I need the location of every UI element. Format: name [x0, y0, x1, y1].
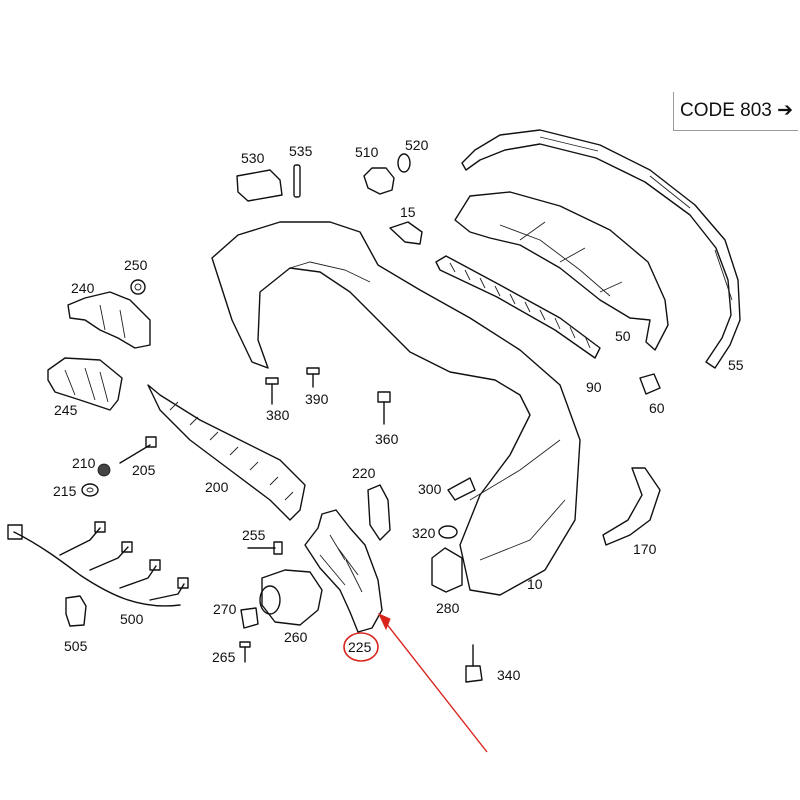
- part-320-nut: [438, 525, 458, 539]
- label-340: 340: [497, 667, 521, 683]
- part-250-nut: [130, 279, 146, 295]
- part-380-screw: [265, 377, 279, 405]
- label-255: 255: [242, 527, 266, 543]
- part-10-bumper-cover: [211, 221, 581, 596]
- part-535-pin: [293, 164, 301, 198]
- part-520-ring: [397, 153, 411, 173]
- label-530: 530: [241, 150, 265, 166]
- label-265: 265: [212, 649, 236, 665]
- part-360-screw: [377, 391, 391, 425]
- label-250: 250: [124, 257, 148, 273]
- label-215: 215: [53, 483, 77, 499]
- part-255-rivet: [247, 541, 283, 555]
- part-500-harness: [7, 521, 189, 607]
- label-60: 60: [649, 400, 665, 416]
- label-300: 300: [418, 481, 442, 497]
- highlight-arrow-head: [377, 612, 391, 631]
- part-55-trim-strip: [461, 129, 741, 369]
- code-803-box: CODE 803 ➔: [673, 92, 798, 131]
- arrow-right-icon: ➔: [777, 100, 794, 121]
- part-265-screw: [239, 641, 251, 663]
- highlight-arrow-shaft: [381, 617, 488, 753]
- label-50: 50: [615, 328, 631, 344]
- label-505: 505: [64, 638, 88, 654]
- part-15-clip: [389, 221, 423, 245]
- part-240-bracket: [67, 291, 151, 349]
- part-50-diffuser: [454, 191, 669, 351]
- part-210-washer: [97, 463, 111, 477]
- label-500: 500: [120, 611, 144, 627]
- label-520: 520: [405, 137, 429, 153]
- label-270: 270: [213, 601, 237, 617]
- part-200-support-rail: [147, 384, 306, 521]
- part-260-sensor-housing: [259, 569, 323, 626]
- label-510: 510: [355, 144, 379, 160]
- label-225: 225: [348, 639, 372, 655]
- part-220-bracket: [367, 484, 391, 541]
- part-225-bracket: [304, 509, 383, 633]
- label-15: 15: [400, 204, 416, 220]
- label-200: 200: [205, 479, 229, 495]
- label-10: 10: [527, 576, 543, 592]
- part-340-bolt: [465, 644, 483, 683]
- label-360: 360: [375, 431, 399, 447]
- code-label: CODE 803 ➔: [680, 100, 794, 121]
- label-170: 170: [633, 541, 657, 557]
- part-530-module: [236, 169, 283, 202]
- label-535: 535: [289, 143, 313, 159]
- label-205: 205: [132, 462, 156, 478]
- label-245: 245: [54, 402, 78, 418]
- label-390: 390: [305, 391, 329, 407]
- part-90-grille: [435, 255, 601, 359]
- part-300-bracket: [447, 477, 476, 501]
- label-220: 220: [352, 465, 376, 481]
- label-380: 380: [266, 407, 290, 423]
- part-60-clip: [639, 373, 661, 395]
- label-90: 90: [586, 379, 602, 395]
- part-510-sensor: [363, 167, 395, 195]
- highlight-225: [343, 612, 488, 753]
- part-205-bolt: [119, 436, 157, 464]
- label-280: 280: [436, 600, 460, 616]
- label-210: 210: [72, 455, 96, 471]
- part-170-trim: [602, 467, 661, 546]
- part-215-grommet: [81, 483, 99, 497]
- label-240: 240: [71, 280, 95, 296]
- label-320: 320: [412, 525, 436, 541]
- part-505-connector: [65, 595, 87, 627]
- part-labels: 530 535 510 520 15 250 240 245 380 390 3…: [53, 137, 744, 683]
- part-270-clip: [240, 607, 259, 629]
- highlight-circle: [343, 632, 379, 662]
- part-390-screw: [306, 367, 320, 388]
- label-55: 55: [728, 357, 744, 373]
- label-260: 260: [284, 629, 308, 645]
- part-245-bracket: [47, 357, 123, 411]
- part-280-bracket: [431, 547, 463, 593]
